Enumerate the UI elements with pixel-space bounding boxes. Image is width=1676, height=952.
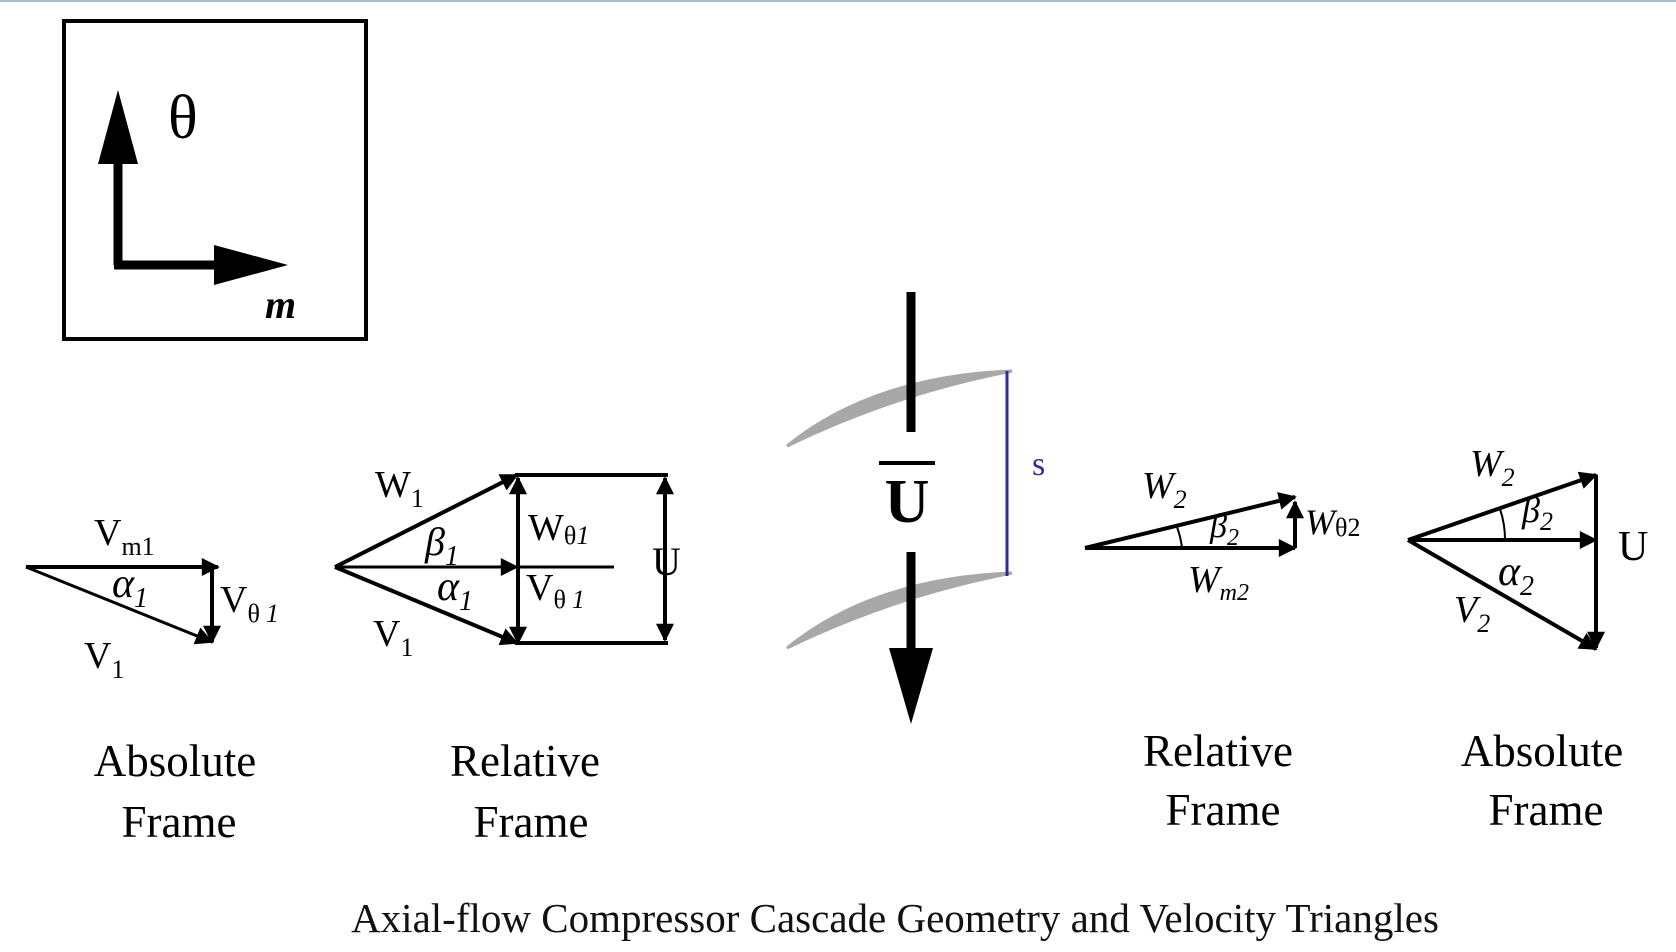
w1-vector [334, 473, 519, 569]
w2-vector [1084, 492, 1297, 550]
u-blade-label: U [885, 468, 930, 536]
u-label-inlet: U [652, 539, 681, 584]
m-label: m [265, 282, 296, 327]
w2-vector-absolute [1407, 471, 1598, 542]
w2-label: W2 [1142, 465, 1187, 514]
wtheta2-label: Wθ2 [1305, 502, 1360, 542]
v1-label-relative: V1 [373, 613, 413, 662]
pitch-s-label: s [1032, 446, 1045, 483]
w1-label: W1 [375, 464, 424, 513]
caption-relative-frame-inlet-line1: Relative [450, 736, 600, 786]
alpha1-label: α1 [112, 561, 148, 614]
caption-absolute-frame-inlet-line2: Frame [122, 797, 237, 847]
caption-absolute-frame-inlet-line1: Absolute [94, 736, 257, 786]
lower-blade [786, 571, 1013, 650]
alpha2-label: α2 [1498, 549, 1534, 602]
beta2-arc-absolute [1499, 508, 1507, 541]
outlet-absolute-triangle: W2 β2 U α2 V2 Absolute Frame [1406, 443, 1648, 835]
wm2-label: Wm2 [1188, 559, 1249, 606]
vm1-label: Vm1 [94, 512, 155, 561]
wtheta1-label: Wθ1 [528, 507, 589, 550]
caption-relative-frame-outlet-line2: Frame [1166, 785, 1281, 835]
coordinate-axes-box: θ m [62, 19, 368, 341]
v1-label: V1 [84, 635, 124, 684]
v1-vector [25, 565, 214, 645]
upper-blade [786, 369, 1013, 448]
caption-absolute-frame-outlet-line2: Frame [1489, 785, 1604, 835]
beta1-label: β1 [424, 519, 459, 572]
alpha1-label-relative: α1 [437, 564, 473, 617]
blade-cascade: s U [786, 292, 1045, 724]
figure-title: Axial-flow Compressor Cascade Geometry a… [351, 895, 1439, 941]
beta2-label-absolute: β2 [1521, 490, 1553, 536]
top-border [0, 0, 1676, 2]
caption-absolute-frame-outlet-line1: Absolute [1461, 726, 1624, 776]
u-label-outlet: U [1618, 524, 1648, 570]
caption-relative-frame-outlet-line1: Relative [1143, 726, 1293, 776]
outlet-relative-triangle: W2 β2 Wθ2 Wm2 Relative Frame [1084, 465, 1360, 835]
v2-vector [1406, 538, 1598, 651]
v1-vector-relative [334, 565, 519, 646]
v2-label: V2 [1454, 589, 1490, 638]
w2-label-absolute: W2 [1470, 443, 1515, 492]
beta2-label: β2 [1209, 508, 1239, 551]
theta-label: θ [168, 84, 198, 152]
beta2-arc [1176, 526, 1183, 549]
caption-relative-frame-inlet-line2: Frame [474, 797, 589, 847]
